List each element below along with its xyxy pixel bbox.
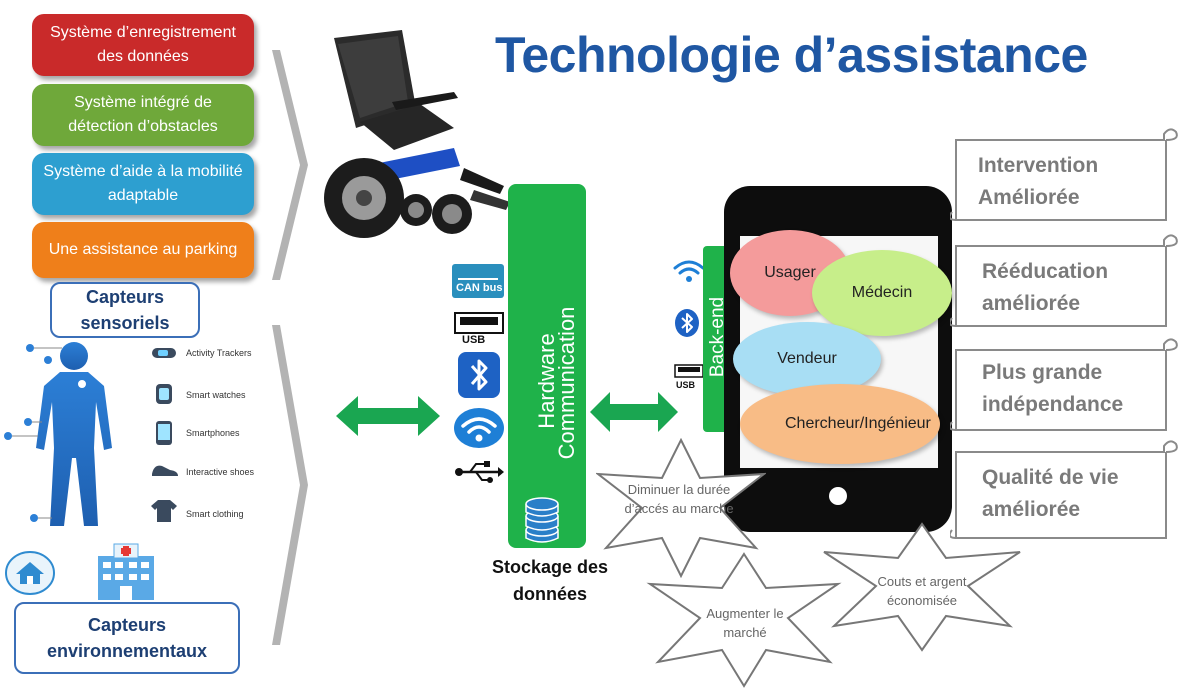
- chevron-lower-icon: [272, 325, 308, 645]
- hospital-icon: [98, 543, 154, 600]
- system-box-label: Système d’enregistrement des données: [50, 24, 236, 65]
- scroll-label: Qualité de vie améliorée: [982, 466, 1119, 521]
- scroll-label: Rééducation améliorée: [982, 260, 1109, 315]
- smartphone-icon: [156, 421, 172, 445]
- wearable-label: Smart watches: [186, 390, 246, 400]
- sensor-label: Capteurs sensoriels: [80, 287, 170, 333]
- environment-sensor-label: Capteurs environnementaux: [46, 615, 208, 661]
- usb-port-icon: [454, 312, 504, 334]
- oval-label: Médecin: [851, 284, 913, 301]
- data-storage-label: Stockage des données: [491, 557, 609, 604]
- system-box-recording: Système d’enregistrement des données: [32, 14, 254, 76]
- activity-tracker-icon: [152, 348, 176, 358]
- oval-chercheur: Chercheur/Ingénieur: [740, 384, 940, 464]
- scroll-shape-icon: [950, 440, 1178, 539]
- wifi-small-icon: [673, 260, 705, 282]
- wearable-label: Smart clothing: [186, 509, 244, 519]
- scroll-shape-icon: [950, 338, 1178, 431]
- oval-label: Vendeur: [777, 350, 837, 367]
- wearable-label: Activity Trackers: [186, 348, 252, 358]
- interactive-shoe-icon: [152, 465, 178, 476]
- environment-sensor-label-box: Capteurs environnementaux: [14, 602, 240, 674]
- star-label-market: Augmenter le marché: [706, 606, 784, 640]
- wearable-label: Interactive shoes: [186, 467, 255, 477]
- oval-label: Chercheur/Ingénieur: [785, 415, 931, 432]
- home-icon: [5, 551, 55, 595]
- tablet-home-button: [829, 487, 847, 505]
- usb-label: USB: [462, 334, 486, 346]
- usb-symbol-icon: [455, 461, 504, 483]
- can-bus-icon: CAN bus: [452, 264, 504, 298]
- wheelchair-icon: [324, 30, 510, 238]
- bluetooth-small-icon: [675, 309, 699, 337]
- oval-vendeur: Vendeur: [733, 322, 881, 396]
- sensor-label-box: Capteurs sensoriels: [50, 282, 200, 338]
- scroll-shape-icon: [950, 234, 1178, 327]
- scroll-label: Intervention Améliorée: [978, 154, 1099, 209]
- wifi-icon: [454, 408, 504, 448]
- system-box-obstacle-detection: Système intégré de détection d’obstacles: [32, 84, 254, 146]
- star-label-access: Diminuer la durée d’accés au marche: [624, 482, 734, 516]
- system-box-label: Système d’aide à la mobilité adaptable: [43, 163, 243, 204]
- system-box-parking: Une assistance au parking: [32, 222, 254, 278]
- star-shape-icon: [823, 522, 1021, 652]
- star-label-savings: Couts et argent économisée: [877, 574, 967, 608]
- can-bus-label: CAN bus: [456, 282, 503, 294]
- double-arrow-icon: [336, 396, 440, 436]
- smart-clothing-icon: [151, 500, 177, 522]
- page-title: Technologie d’assistance: [495, 27, 1088, 83]
- system-box-mobility: Système d’aide à la mobilité adaptable: [32, 153, 254, 215]
- communication-label: Communication: [554, 306, 579, 460]
- system-box-label: Système intégré de détection d’obstacles: [68, 94, 218, 135]
- usb-port-small-icon: [674, 364, 704, 378]
- smart-watch-icon: [156, 384, 172, 404]
- system-box-label: Une assistance au parking: [48, 241, 238, 258]
- usb-small-label: USB: [676, 380, 696, 390]
- star-shape-icon: [646, 552, 842, 688]
- star-shape-icon: [596, 438, 766, 578]
- oval-label: Usager: [764, 264, 816, 281]
- oval-medecin: Médecin: [812, 250, 952, 336]
- database-icon: [525, 497, 559, 543]
- scroll-label: Plus grande indépendance: [982, 361, 1124, 416]
- bluetooth-icon: [458, 352, 500, 398]
- wearable-label: Smartphones: [186, 428, 240, 438]
- hardware-communication-bar: [508, 184, 586, 548]
- double-arrow-icon: [590, 392, 678, 432]
- human-body-icon: [4, 342, 112, 526]
- scroll-shape-icon: [950, 128, 1178, 221]
- chevron-upper-icon: [272, 50, 308, 280]
